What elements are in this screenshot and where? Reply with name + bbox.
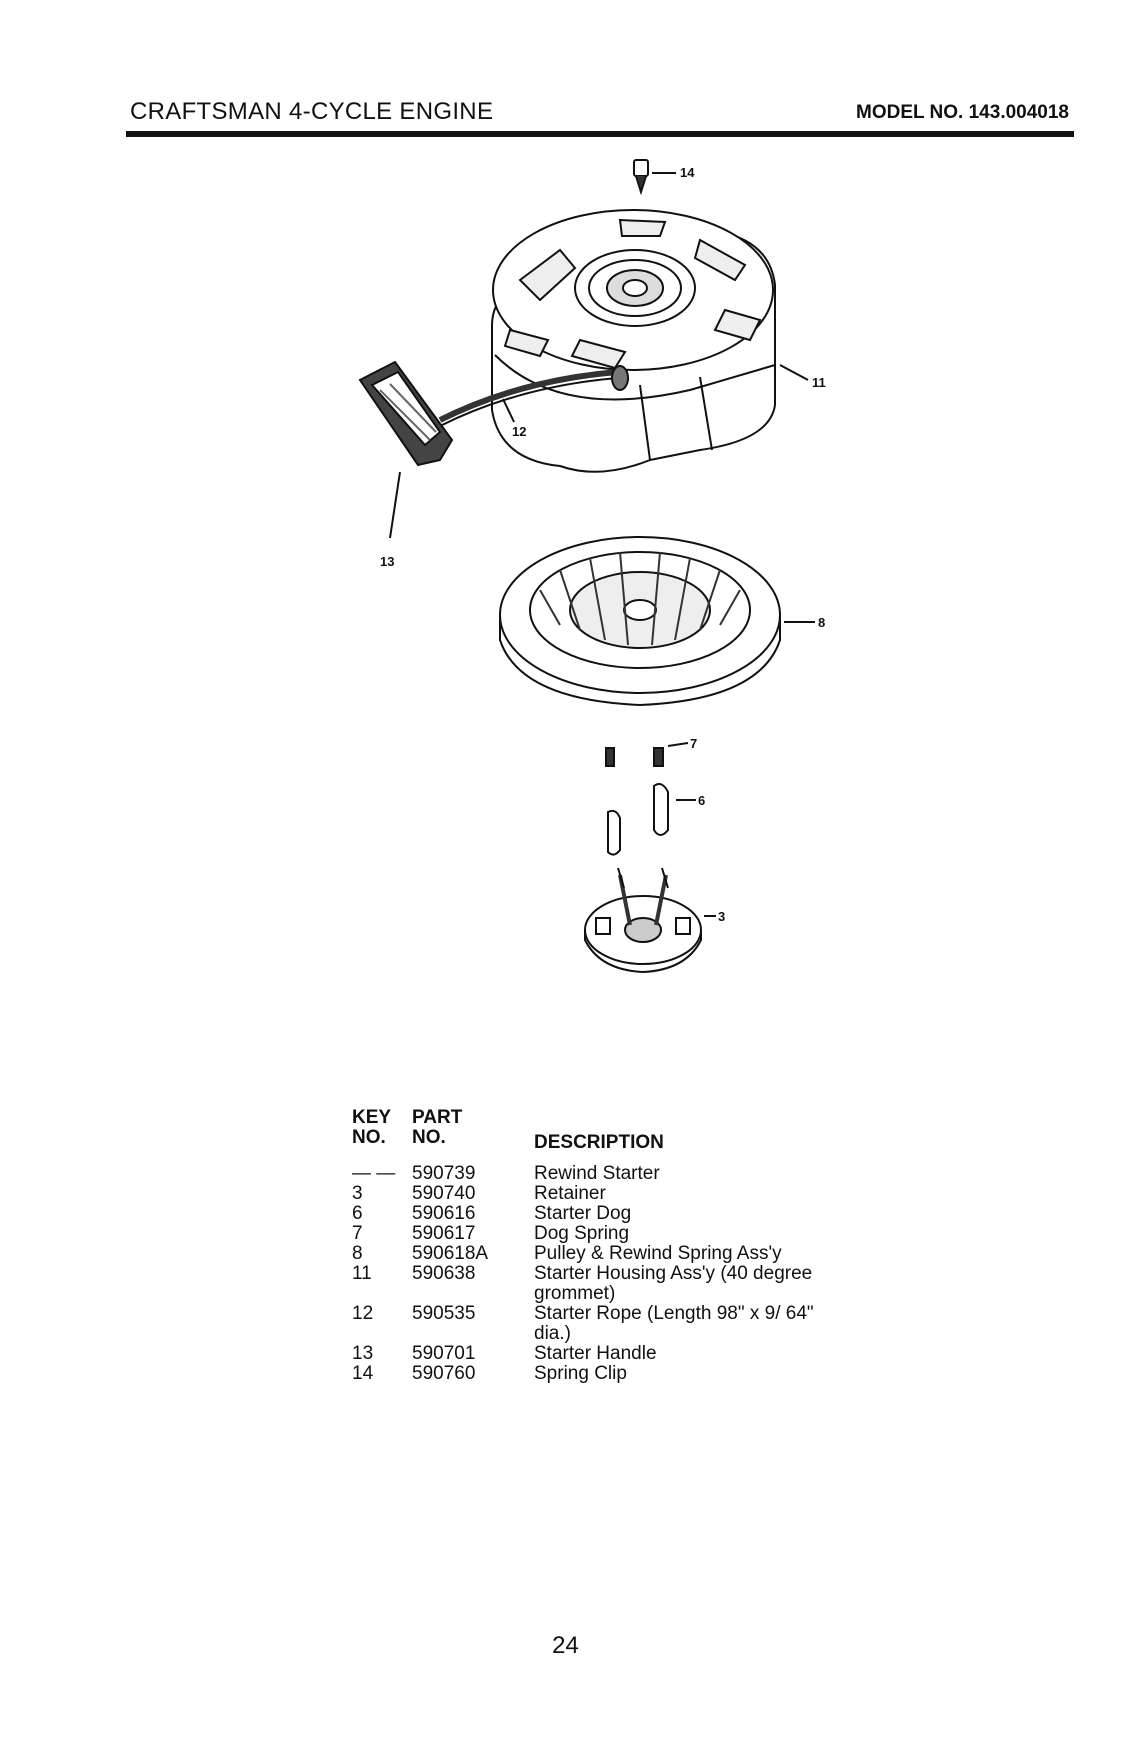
parts-rows: — — 590739 Rewind Starter 3 590740 Retainer 6 5…: [352, 1164, 834, 1384]
exploded-parts-diagram: 14 11 12 13 8 7 6 3: [358, 159, 826, 974]
part-description: Spring Clip: [534, 1363, 627, 1384]
model-number: MODEL NO. 143.004018: [856, 102, 1069, 123]
key-no: 12: [352, 1303, 374, 1324]
parts-row: 12 590535 Starter Rope (Length 98" x 9/ 64…: [352, 1304, 834, 1344]
part-no-header: PART NO.: [412, 1107, 463, 1148]
callout-7: 7: [690, 736, 697, 751]
page-number: 24: [552, 1632, 579, 1659]
parts-row: 11 590638 Starter Housing Ass'y (40 degree…: [352, 1264, 834, 1304]
callout-6: 6: [698, 793, 705, 808]
part-no: 590701: [412, 1343, 476, 1364]
key-no: — —: [352, 1163, 396, 1184]
starter-handle-part: [358, 360, 454, 539]
callout-12: 12: [512, 424, 526, 439]
part-no: 590740: [412, 1183, 476, 1204]
dog-spring-part: [605, 742, 689, 767]
key-no: 14: [352, 1363, 374, 1384]
header-rule: [126, 131, 1074, 137]
parts-row: 3 590740 Retainer: [352, 1184, 834, 1204]
starter-rope-part: [438, 365, 629, 427]
key-no: 3: [352, 1183, 363, 1204]
key-no: 8: [352, 1243, 363, 1264]
starter-dog-part: [607, 783, 696, 856]
starter-housing-part: [491, 209, 809, 473]
pulley-part: [499, 536, 815, 707]
parts-row: 7 590617 Dog Spring: [352, 1224, 834, 1244]
part-description: Starter Handle: [534, 1343, 657, 1364]
part-description: Starter Dog: [534, 1203, 632, 1224]
callout-3: 3: [718, 909, 725, 924]
key-no: 6: [352, 1203, 363, 1224]
part-description: Starter Housing Ass'y (40 degree grommet…: [534, 1263, 813, 1304]
parts-row: 14 590760 Spring Clip: [352, 1364, 834, 1384]
parts-row: 6 590616 Starter Dog: [352, 1204, 834, 1224]
key-no: 11: [352, 1263, 372, 1284]
parts-list-header: KEY NO. PART NO. DESCRIPTION: [352, 1108, 834, 1154]
part-no: 590638: [412, 1263, 476, 1284]
key-no: 13: [352, 1343, 374, 1364]
parts-row: 13 590701 Starter Handle: [352, 1344, 834, 1364]
part-no: 590535: [412, 1303, 476, 1324]
part-no: 590617: [412, 1223, 476, 1244]
part-description: Rewind Starter: [534, 1163, 660, 1184]
description-header: DESCRIPTION: [534, 1132, 664, 1153]
parts-row: 8 590618A Pulley & Rewind Spring Ass'y: [352, 1244, 834, 1264]
part-no: 590739: [412, 1163, 476, 1184]
spring-clip-part: [633, 159, 676, 196]
manual-title: CRAFTSMAN 4-CYCLE ENGINE: [130, 98, 494, 125]
part-no: 590616: [412, 1203, 476, 1224]
part-description: Retainer: [534, 1183, 606, 1204]
callout-11: 11: [812, 375, 826, 390]
callout-14: 14: [680, 165, 695, 180]
callout-13: 13: [380, 554, 394, 569]
parts-row: — — 590739 Rewind Starter: [352, 1164, 834, 1184]
part-description: Pulley & Rewind Spring Ass'y: [534, 1243, 782, 1264]
part-description: Starter Rope (Length 98" x 9/ 64" dia.): [534, 1303, 814, 1344]
part-no: 590618A: [412, 1243, 489, 1264]
key-no: 7: [352, 1223, 363, 1244]
part-description: Dog Spring: [534, 1223, 630, 1244]
retainer-part: [584, 867, 716, 974]
part-no: 590760: [412, 1363, 476, 1384]
callout-8: 8: [818, 615, 825, 630]
key-no-header: KEY NO.: [352, 1107, 392, 1148]
